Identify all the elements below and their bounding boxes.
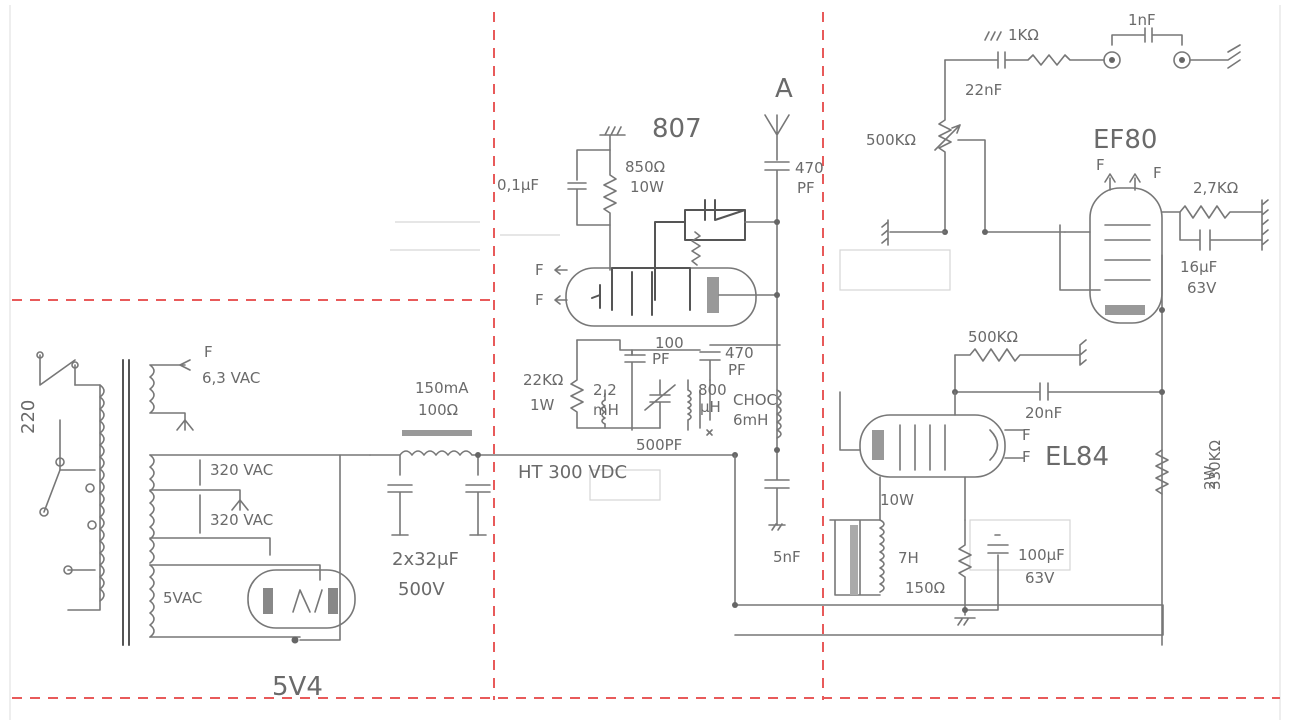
el84-cathode-cap-label: 100μF: [1018, 546, 1065, 564]
5v4-tube: [247, 569, 356, 629]
var-cap-label: 500PF: [636, 436, 682, 454]
ef80-f2-label: F: [1153, 164, 1162, 182]
grid-res-label: 22KΩ: [523, 371, 563, 389]
antenna-label: A: [775, 74, 793, 104]
mod-choke-label: 7H: [898, 549, 919, 567]
grid-choke-unit: mH: [593, 401, 619, 419]
pot-label: 500KΩ: [866, 131, 916, 149]
807-f1-label: F: [535, 261, 544, 279]
res-1k-label: 1KΩ: [1008, 26, 1039, 44]
coil-label: 800: [698, 381, 727, 399]
audio-section: [829, 27, 1269, 646]
power-supply-section: [36, 351, 736, 646]
grid-res-500k-label: 500KΩ: [968, 328, 1018, 346]
section-borders: [12, 12, 1280, 700]
coil-unit: μH: [700, 398, 721, 416]
cap-100-unit: PF: [652, 350, 670, 368]
el84-cathode-cap-voltage-label: 63V: [1025, 569, 1055, 587]
cap-22n-label: 22nF: [965, 81, 1002, 99]
cap-470-unit: PF: [728, 361, 746, 379]
cathode-cap-label: 16μF: [1180, 258, 1217, 276]
ef80-f1-label: F: [1096, 156, 1105, 174]
cathode-res-label: 2,7KΩ: [1193, 179, 1238, 197]
rf-choke-label: CHOC: [733, 391, 777, 409]
filter-caps-voltage-label: 500V: [398, 579, 445, 600]
cap-1n-label: 1nF: [1128, 11, 1156, 29]
erased-marks: [390, 221, 1071, 571]
cap-470-label: 470: [725, 344, 754, 362]
ht-winding-1-label: 320 VAC: [210, 461, 273, 479]
807-label: 807: [652, 114, 702, 144]
rf-stage-section: [554, 114, 1164, 636]
cap-470-out-label: 470: [795, 159, 824, 177]
choke-resistance-label: 100Ω: [418, 401, 458, 419]
screen-res-label: 850Ω: [625, 158, 665, 176]
filter-caps-label: 2x32μF: [392, 549, 459, 570]
grid-res-power-label: 1W: [530, 396, 555, 414]
plate-res-label: 330KΩ: [1206, 440, 1224, 490]
el84-f2-label: F: [1022, 448, 1031, 466]
5v4-label: 5V4: [272, 672, 323, 702]
heater-5v-label: 5VAC: [163, 589, 202, 607]
el84-screen-label: 10W: [880, 491, 914, 509]
cap-100-label: 100: [655, 334, 684, 352]
ef80-label: EF80: [1093, 125, 1157, 155]
cap-470-out-unit: PF: [797, 179, 815, 197]
mains-label: 220: [18, 400, 39, 434]
screen-res-power-label: 10W: [630, 178, 664, 196]
ht-label: HT 300 VDC: [518, 462, 627, 483]
el84-label: EL84: [1045, 442, 1109, 472]
filament-f-label: F: [204, 343, 213, 361]
ht-winding-2-label: 320 VAC: [210, 511, 273, 529]
screen-cap-label: 0,1μF: [497, 176, 539, 194]
mod-cap-label: 5nF: [773, 548, 801, 566]
filament-voltage-label: 6,3 VAC: [202, 369, 260, 387]
grid-choke-label: 2,2: [593, 381, 617, 399]
cathode-cap-voltage-label: 63V: [1187, 279, 1217, 297]
807-f2-label: F: [535, 291, 544, 309]
plate-res-power-label: 2W: [1201, 465, 1219, 490]
choke-current-label: 150mA: [415, 379, 469, 397]
el84-f1-label: F: [1022, 426, 1031, 444]
coupling-cap-label: 20nF: [1025, 404, 1062, 422]
el84-tube: [859, 414, 1006, 478]
rf-choke-value: 6mH: [733, 411, 768, 429]
el84-cathode-res-label: 150Ω: [905, 579, 945, 597]
